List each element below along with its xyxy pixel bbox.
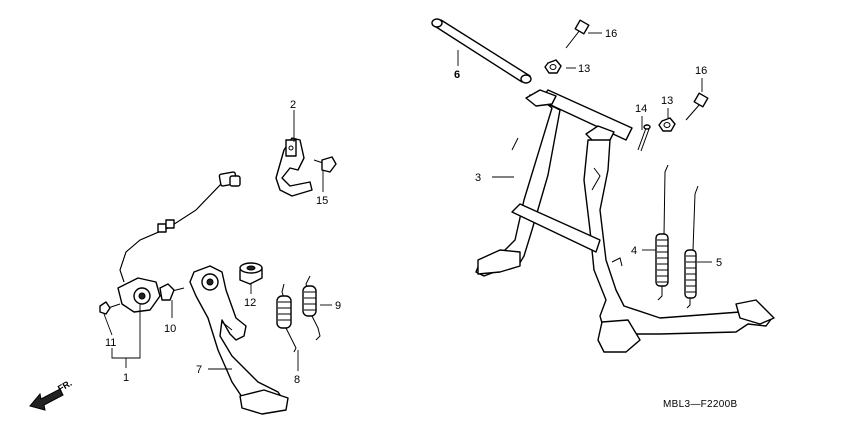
side-stand [189, 265, 289, 415]
flange-bolt-right [685, 92, 709, 121]
callout-6: 6 [454, 69, 460, 81]
switch-screw [99, 301, 121, 315]
stand-spring-a [655, 164, 669, 301]
bracket-bolt [313, 156, 337, 173]
stand-spring-b [684, 185, 699, 309]
callout-5: 5 [716, 257, 722, 269]
side-stand-spring-b [302, 275, 321, 341]
flange-bolt-upper [565, 19, 590, 49]
pivot-shaft [431, 18, 532, 84]
callout-15: 15 [316, 195, 328, 207]
callout-2: 2 [290, 99, 296, 111]
nut-right [658, 117, 676, 132]
leader-lines [103, 32, 712, 371]
diagram-code: MBL3—F2200B [663, 399, 737, 410]
callout-7: 7 [196, 364, 202, 376]
callout-10: 10 [164, 323, 176, 335]
nut-upper [544, 59, 562, 74]
side-stand-pivot-bolt [159, 283, 185, 301]
callout-16-right: 16 [695, 65, 707, 77]
callout-1: 1 [123, 372, 129, 384]
side-stand-switch-harness [117, 171, 241, 313]
front-direction-label: FR. [56, 378, 74, 394]
callout-3: 3 [475, 172, 481, 184]
callout-9: 9 [335, 300, 341, 312]
main-stand [475, 89, 775, 353]
pivot-collar [239, 262, 263, 285]
callout-11: 11 [105, 337, 116, 349]
callout-8: 8 [294, 374, 300, 386]
callout-14: 14 [635, 103, 647, 115]
callout-12: 12 [244, 297, 256, 309]
callout-13-right: 13 [661, 95, 673, 107]
callout-16-upper: 16 [605, 28, 617, 40]
front-direction-indicator: FR. [29, 378, 74, 411]
side-stand-spring-a [276, 283, 297, 353]
sensor-bracket [275, 137, 313, 197]
callout-labels: 1 2 3 4 5 6 7 8 9 10 11 12 13 13 14 15 1… [105, 28, 722, 386]
callout-13-upper: 13 [578, 63, 590, 75]
callout-4: 4 [631, 245, 637, 257]
cotter-pin [637, 124, 651, 152]
front-arrow-icon [29, 388, 64, 411]
